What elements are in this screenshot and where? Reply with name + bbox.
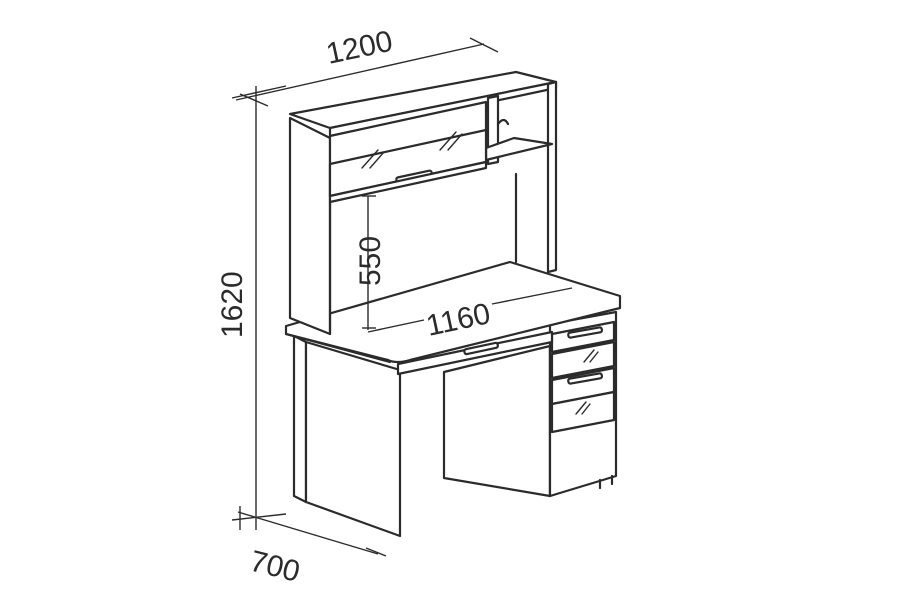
drawer-handle-2 [567, 372, 604, 385]
desk-base [284, 260, 622, 538]
desktop-top [284, 260, 622, 364]
hutch-left-side [288, 116, 332, 336]
back-panel [442, 344, 552, 498]
pedestal-drawer-2 [550, 340, 616, 380]
hutch-cabinet-bottom [328, 160, 488, 204]
inner-height-label: 550 [354, 236, 387, 286]
hutch [288, 70, 558, 336]
middle-drawer-handle [463, 341, 499, 356]
height-label: 1620 [216, 271, 249, 338]
left-leg [292, 334, 308, 504]
depth-label: 700 [247, 545, 304, 589]
width-label: 1200 [323, 25, 395, 71]
inner-width-dimension-line [367, 287, 573, 333]
depth-dimension-line [237, 506, 387, 557]
left-leg-side [304, 340, 402, 538]
inner-height-dimension-line [362, 195, 376, 330]
drawer-handle-1 [567, 326, 604, 339]
hutch-right-side [546, 80, 558, 274]
height-dimension-line [231, 85, 287, 530]
width-dimension-line [235, 37, 499, 107]
